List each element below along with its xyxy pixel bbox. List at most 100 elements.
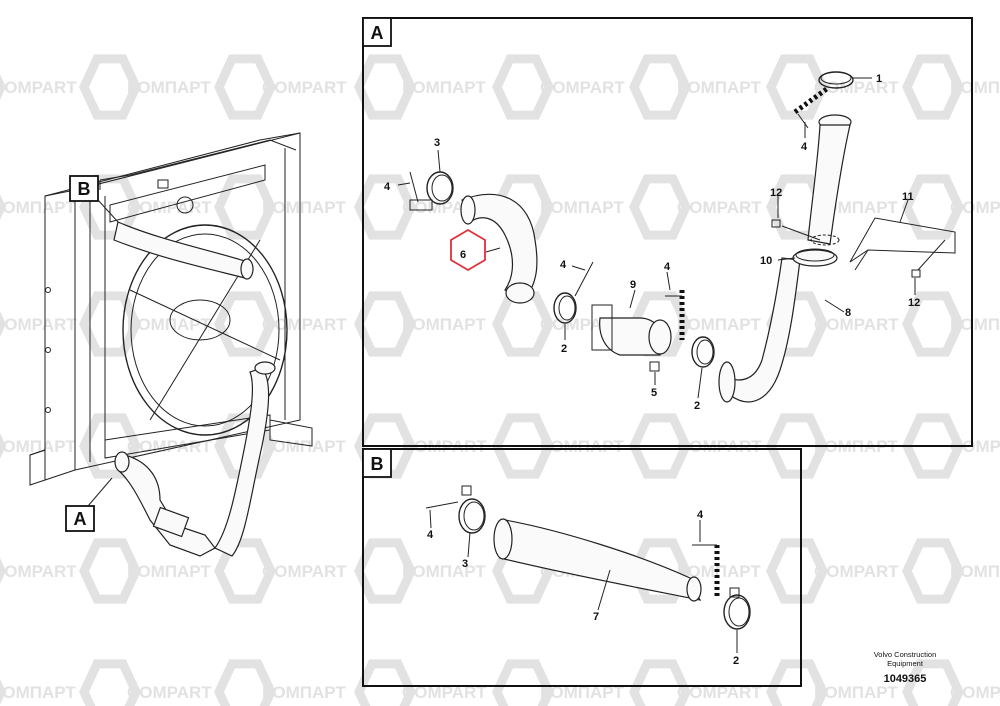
watermark-logo: КОМПАРТ bbox=[214, 174, 346, 240]
label-11: 11 bbox=[902, 191, 914, 203]
watermark-logo: COMPART bbox=[0, 311, 77, 337]
watermark-logo: КОМПАРТ bbox=[902, 54, 1000, 120]
watermark-logo: COMPART bbox=[902, 174, 1000, 240]
maker-line-1: Volvo Construction bbox=[874, 650, 937, 659]
watermark-logo: КОМПАРТ bbox=[354, 291, 486, 357]
watermark-text: COMPART bbox=[540, 78, 625, 97]
watermark-text: COMPART bbox=[814, 562, 899, 581]
watermark-text: КОМПАРТ bbox=[950, 315, 1000, 334]
label-12-bottom: 12 bbox=[908, 297, 920, 309]
label-6: 6 bbox=[460, 249, 466, 261]
watermark-text: COMPART bbox=[950, 198, 1000, 217]
label-4-left: 4 bbox=[384, 181, 391, 193]
panel-a-tag: A bbox=[371, 23, 384, 43]
watermark-logo: КОМПАРТ bbox=[629, 54, 761, 120]
watermark-text: КОМПАРТ bbox=[677, 315, 761, 334]
watermark-logo: КОМПАРТ bbox=[79, 291, 211, 357]
label-8: 8 bbox=[845, 307, 851, 319]
label-4-left: 4 bbox=[427, 529, 434, 541]
overview-callout-b: B bbox=[69, 175, 119, 223]
watermark-text: КОМПАРТ bbox=[540, 683, 624, 702]
label-1: 1 bbox=[876, 73, 882, 85]
watermark-text: COMPART bbox=[262, 562, 347, 581]
watermark-text: КОМПАРТ bbox=[127, 78, 211, 97]
watermark-text: КОМПАРТ bbox=[677, 78, 761, 97]
watermark-text: КОМПАРТ bbox=[262, 198, 346, 217]
watermark-logo: КОМПАРТ bbox=[354, 538, 486, 604]
watermark-text: COMPART bbox=[0, 562, 77, 581]
watermark-text: КОМПАРТ bbox=[262, 437, 346, 456]
watermark-text: COMPART bbox=[262, 78, 347, 97]
watermark-logo: КОМПАРТ bbox=[902, 291, 1000, 357]
watermark-text: COMPART bbox=[814, 78, 899, 97]
label-2-right: 2 bbox=[694, 400, 700, 412]
watermark-logo: COMPART bbox=[902, 659, 1000, 706]
watermark-logo: COMPART bbox=[214, 291, 347, 357]
watermark-logo: COMPART bbox=[766, 538, 899, 604]
watermark-text: COMPART bbox=[0, 78, 77, 97]
watermark-text: COMPART bbox=[262, 315, 347, 334]
watermark-logo: КОМПАРТ bbox=[902, 538, 1000, 604]
watermark-logo: КОМПАРТ bbox=[0, 194, 76, 220]
watermark-logo: COMPART bbox=[766, 54, 899, 120]
label-4-right: 4 bbox=[697, 509, 704, 521]
label-4-right: 4 bbox=[664, 261, 671, 273]
watermark-logo: COMPART bbox=[629, 174, 762, 240]
watermark-logo: КОМПАРТ bbox=[79, 54, 211, 120]
watermark-logo: COMPART bbox=[629, 659, 762, 706]
watermark-logo: КОМПАРТ bbox=[354, 54, 486, 120]
svg-text:A: A bbox=[74, 509, 87, 529]
watermark-logo: COMPART bbox=[0, 558, 77, 584]
watermark-logo: COMPART bbox=[79, 659, 212, 706]
watermark-text: COMPART bbox=[677, 683, 762, 702]
watermark-text: COMPART bbox=[950, 683, 1000, 702]
panel-b-tag: B bbox=[371, 454, 384, 474]
label-9: 9 bbox=[630, 279, 636, 291]
watermark-text: КОМПАРТ bbox=[127, 315, 211, 334]
watermark-logo: COMPART bbox=[214, 54, 347, 120]
watermark-text: КОМПАРТ bbox=[0, 437, 76, 456]
watermark-text: КОМПАРТ bbox=[402, 315, 486, 334]
watermark-logo: КОМПАРТ bbox=[766, 659, 898, 706]
label-12-top: 12 bbox=[770, 187, 782, 199]
watermark-logo: COMPART bbox=[354, 659, 487, 706]
watermark-logo: КОМПАРТ bbox=[0, 679, 76, 705]
watermark-text: КОМПАРТ bbox=[814, 683, 898, 702]
watermark-text: COMPART bbox=[127, 198, 212, 217]
watermark-text: КОМПАРТ bbox=[127, 562, 211, 581]
document-number: 1049365 bbox=[884, 673, 927, 685]
highlight-hexagon bbox=[450, 228, 486, 272]
watermark-text: КОМПАРТ bbox=[950, 78, 1000, 97]
watermark-text: КОМПАРТ bbox=[540, 198, 624, 217]
watermark-text: COMPART bbox=[677, 198, 762, 217]
footer-block: Volvo Construction Equipment 1049365 bbox=[874, 650, 937, 685]
watermark-logo: COMPART bbox=[0, 74, 77, 100]
watermark-logo: КОМПАРТ bbox=[492, 659, 624, 706]
watermark-text: КОМПАРТ bbox=[950, 562, 1000, 581]
watermark-logo: COMPART bbox=[214, 538, 347, 604]
label-4-top: 4 bbox=[801, 141, 808, 153]
watermark-logo: COMPART bbox=[492, 54, 625, 120]
detail-panel-b: B 4 3 4 7 2 bbox=[362, 448, 802, 687]
maker-line-2: Equipment bbox=[887, 659, 924, 668]
label-4-mid: 4 bbox=[560, 259, 567, 271]
watermark-text: COMPART bbox=[127, 683, 212, 702]
watermark-text: КОМПАРТ bbox=[0, 683, 76, 702]
label-5: 5 bbox=[651, 387, 657, 399]
overview-radiator-drawing bbox=[29, 132, 313, 557]
detail-panel-a: A bbox=[362, 17, 973, 447]
watermark-text: COMPART bbox=[402, 683, 487, 702]
watermark-text: COMPART bbox=[950, 437, 1000, 456]
label-3: 3 bbox=[434, 137, 440, 149]
label-7: 7 bbox=[593, 611, 599, 623]
label-10: 10 bbox=[760, 255, 772, 267]
overview-callout-a: A bbox=[65, 477, 113, 532]
watermark-text: COMPART bbox=[814, 315, 899, 334]
watermark-logo: КОМПАРТ bbox=[79, 538, 211, 604]
watermark-logo: КОМПАРТ bbox=[214, 659, 346, 706]
label-2-left: 2 bbox=[561, 343, 567, 355]
watermark-text: КОМПАРТ bbox=[0, 198, 76, 217]
watermark-logo: КОМПАРТ bbox=[0, 433, 76, 459]
